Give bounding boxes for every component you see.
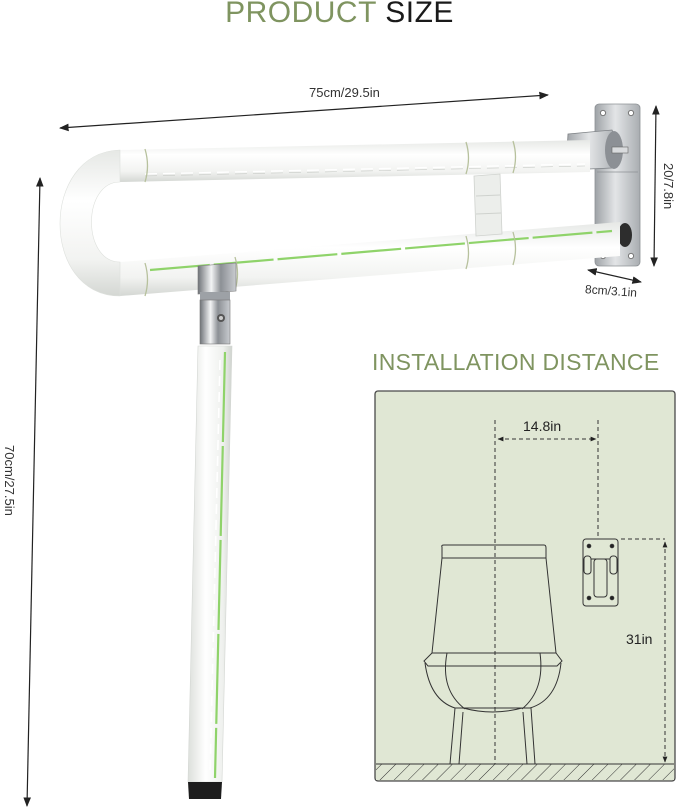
toilet-diagram	[423, 544, 563, 765]
bracket-depth-dimension-arrow	[587, 268, 642, 284]
wall-bracket-diagram	[582, 538, 619, 607]
page-title: PRODUCT SIZE	[0, 0, 679, 30]
width-dimension-label: 75cm/29.5in	[309, 85, 380, 100]
bracket-height-dimension-arrow	[650, 105, 660, 267]
leg-height-dimension-arrow	[23, 177, 44, 807]
horizontal-distance-label: 14.8in	[523, 418, 562, 434]
title-accent: PRODUCT	[225, 0, 377, 29]
installation-diagram	[374, 390, 676, 782]
mount-height-label: 31in	[626, 631, 653, 647]
title-rest: SIZE	[385, 0, 454, 29]
bracket-height-label: 20/7.8in	[661, 163, 676, 210]
floor-hatch	[376, 764, 674, 780]
installation-title: INSTALLATION DISTANCE	[372, 349, 660, 375]
width-dimension-arrow	[59, 91, 549, 132]
grab-bar-image	[59, 103, 641, 799]
leg-height-label: 70cm/27.5in	[2, 445, 17, 516]
